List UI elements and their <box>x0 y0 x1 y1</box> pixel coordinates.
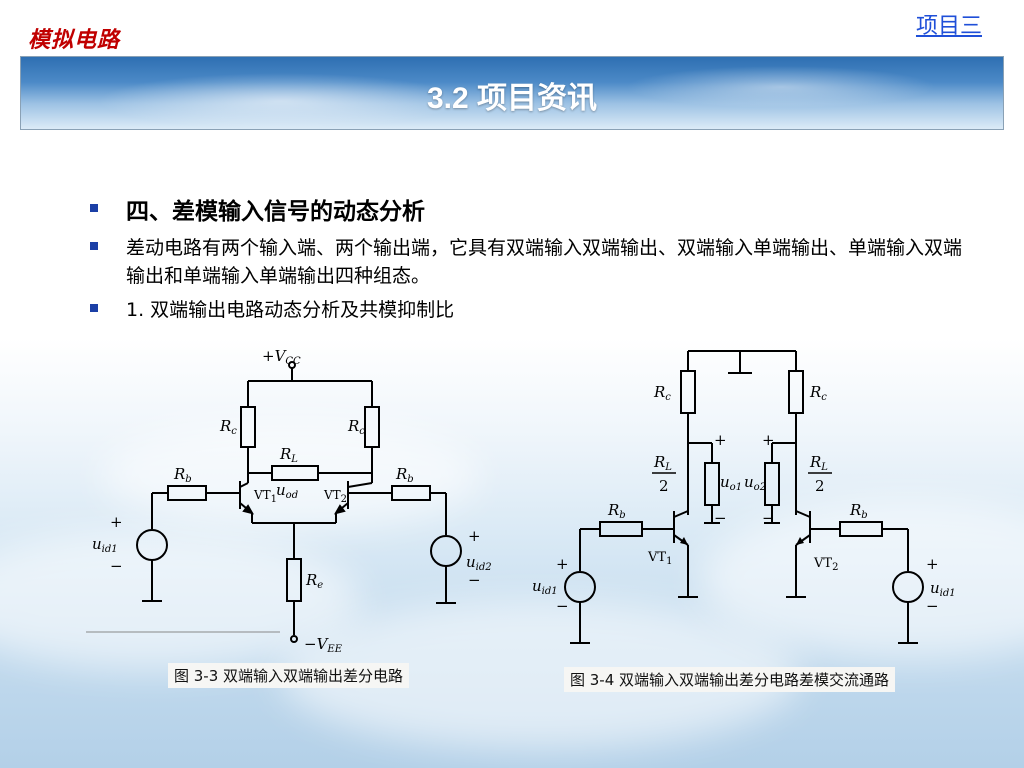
bullet-item-2: 差动电路有两个输入端、两个输出端，它具有双端输入双端输出、双端输入单端输出、单端… <box>90 234 970 290</box>
svg-text:−: − <box>714 509 727 527</box>
bullet-square-icon <box>90 204 98 212</box>
svg-text:−: − <box>762 509 775 527</box>
circuit-diagram-2: Rc Rc RL 2 RL 2 uo1 uo2 + + − − Rb Rb VT… <box>532 350 956 644</box>
svg-text:+: + <box>556 555 569 573</box>
svg-text:Rb: Rb <box>607 501 626 521</box>
figure-1-caption: 图 3-3 双端输入双端输出差分电路 <box>168 663 410 688</box>
svg-text:uid2: uid2 <box>466 553 492 573</box>
svg-text:VT1: VT1 <box>647 550 672 567</box>
svg-text:uid1: uid1 <box>930 579 956 599</box>
svg-text:−VEE: −VEE <box>304 635 343 655</box>
svg-text:Rb: Rb <box>849 501 868 521</box>
brand-title: 模拟电路 <box>28 27 121 53</box>
svg-text:Rb: Rb <box>173 465 192 485</box>
svg-text:−: − <box>926 597 939 615</box>
bullet-text: 四、差模输入信号的动态分析 <box>126 199 425 225</box>
bullet-list: 四、差模输入信号的动态分析 差动电路有两个输入端、两个输出端，它具有双端输入双端… <box>90 196 970 330</box>
svg-text:VT2: VT2 <box>813 556 838 573</box>
slide-title: 3.2 项目资讯 <box>426 82 598 115</box>
svg-text:VT2: VT2 <box>323 488 347 505</box>
title-banner: 3.2 项目资讯 <box>20 56 1004 130</box>
bullet-text: 1. 双端输出电路动态分析及共模抑制比 <box>126 299 455 321</box>
svg-text:+: + <box>110 513 123 531</box>
svg-text:2: 2 <box>659 477 669 495</box>
svg-text:uod: uod <box>276 481 298 501</box>
svg-text:RL: RL <box>653 453 672 473</box>
bullet-item-3: 1. 双端输出电路动态分析及共模抑制比 <box>90 296 970 324</box>
svg-text:+: + <box>926 555 939 573</box>
svg-text:−: − <box>556 597 569 615</box>
figure-3-3-circuit: +VCC Rc Rc RL Rb Rb Re VT1 VT2 uod uid1 … <box>80 345 520 688</box>
bullet-item-1: 四、差模输入信号的动态分析 <box>90 196 970 228</box>
circuit-diagram-1: +VCC Rc Rc RL Rb Rb Re VT1 VT2 uod uid1 … <box>86 347 492 655</box>
bullet-text: 差动电路有两个输入端、两个输出端，它具有双端输入双端输出、双端输入单端输出、单端… <box>126 237 963 287</box>
svg-text:+: + <box>762 431 775 449</box>
svg-text:Rc: Rc <box>809 383 827 403</box>
svg-text:+: + <box>468 527 481 545</box>
svg-text:uo1: uo1 <box>720 473 742 493</box>
svg-text:uo2: uo2 <box>744 473 766 493</box>
svg-text:Rb: Rb <box>395 465 414 485</box>
bullet-square-icon <box>90 242 98 250</box>
svg-text:+: + <box>714 431 727 449</box>
svg-text:Re: Re <box>305 571 323 591</box>
svg-text:VT1: VT1 <box>253 488 277 505</box>
project-three-link[interactable]: 项目三 <box>915 14 982 39</box>
svg-text:Rc: Rc <box>219 417 237 437</box>
svg-text:−: − <box>468 571 481 589</box>
bullet-square-icon <box>90 304 98 312</box>
svg-text:+VCC: +VCC <box>262 347 301 367</box>
svg-text:Rc: Rc <box>653 383 671 403</box>
svg-text:Rc: Rc <box>347 417 365 437</box>
svg-text:2: 2 <box>815 477 825 495</box>
svg-text:−: − <box>110 557 123 575</box>
svg-text:uid1: uid1 <box>92 535 118 555</box>
figure-2-caption: 图 3-4 双端输入双端输出差分电路差模交流通路 <box>564 667 896 692</box>
svg-text:RL: RL <box>279 445 298 465</box>
svg-text:RL: RL <box>809 453 828 473</box>
figure-3-4-circuit: Rc Rc RL 2 RL 2 uo1 uo2 + + − − Rb Rb VT… <box>528 345 968 692</box>
svg-text:uid1: uid1 <box>532 577 558 597</box>
